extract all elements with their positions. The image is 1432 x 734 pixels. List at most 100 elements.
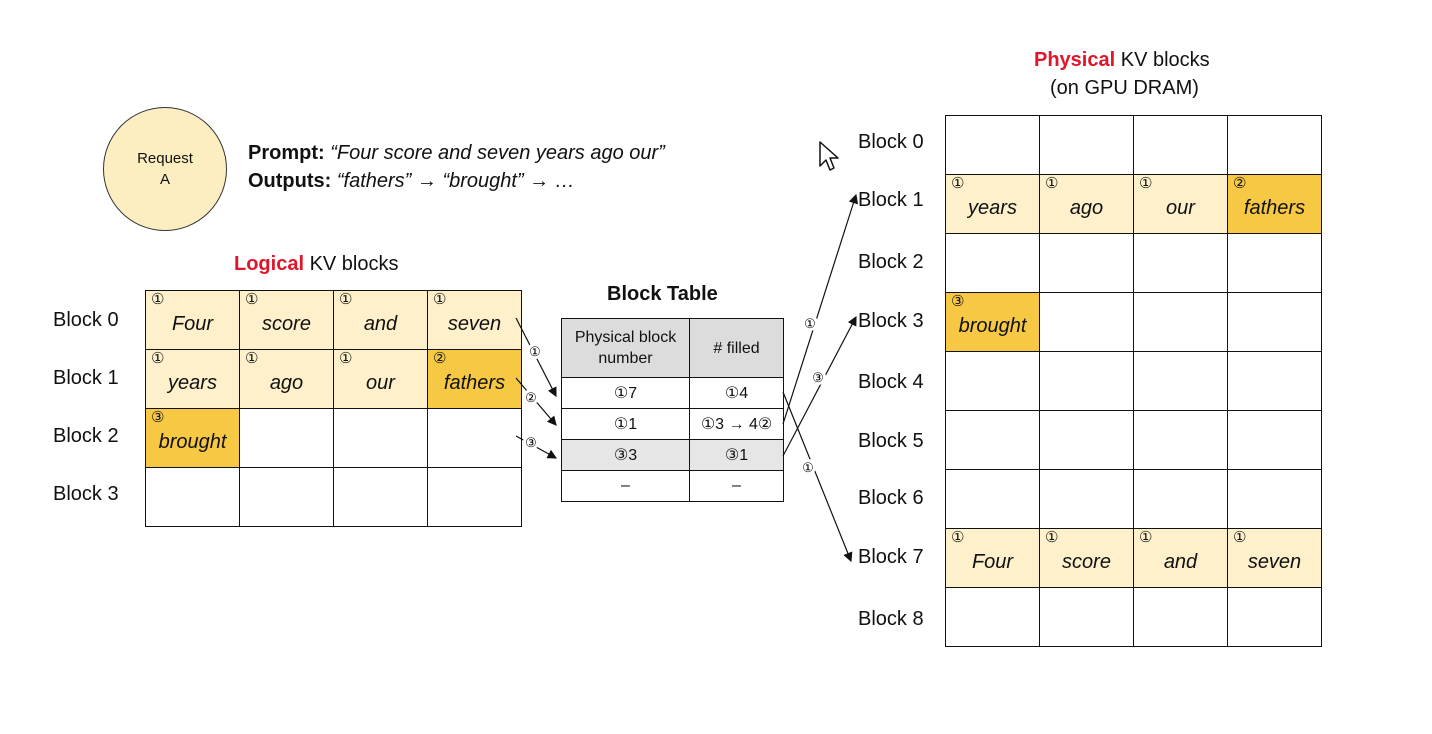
- step-mark: ①: [339, 291, 353, 308]
- step-mark: ①: [433, 291, 447, 308]
- step-mark: ①: [1139, 175, 1153, 192]
- step-mark: ①: [245, 291, 259, 308]
- token-word: years: [968, 196, 1017, 219]
- physical-row-label: Block 3: [858, 310, 924, 332]
- step-mark: ③: [151, 409, 165, 426]
- arrow-table-row1-to-block1: [782, 193, 859, 425]
- kv-cell: [1133, 292, 1228, 352]
- kv-cell: ① our: [333, 349, 428, 409]
- arrow-step-mark: ①: [804, 316, 816, 331]
- step-mark: ②: [433, 350, 447, 367]
- grid-row: ③ brought: [145, 408, 522, 468]
- kv-cell: [1039, 587, 1134, 647]
- block-table-physical-cell: ①1: [561, 408, 690, 440]
- grid-row: [945, 587, 1322, 647]
- physical-row-label: Block 5: [858, 430, 924, 452]
- kv-cell: ① Four: [145, 290, 240, 350]
- outputs-label: Outputs:: [248, 170, 332, 192]
- logical-title-highlight: Logical: [234, 253, 305, 275]
- kv-cell: [1039, 233, 1134, 293]
- kv-cell: ③ brought: [945, 292, 1040, 352]
- token-word: ago: [269, 371, 304, 394]
- token-word: brought: [158, 430, 227, 453]
- token-word: score: [262, 312, 311, 335]
- token-word: our: [1166, 196, 1195, 219]
- kv-cell: [427, 408, 522, 468]
- arrow-step-mark: ①: [529, 344, 541, 359]
- grid-row: [945, 115, 1322, 175]
- physical-row-label: Block 4: [858, 371, 924, 393]
- kv-cell: [945, 469, 1040, 529]
- physical-blocks-subtitle: (on GPU DRAM): [1050, 77, 1199, 99]
- kv-cell: [333, 467, 428, 527]
- physical-row-label: Block 6: [858, 487, 924, 509]
- token-word: brought: [958, 314, 1027, 337]
- step-mark: ③: [951, 293, 965, 310]
- block-table-filled-cell: ③1: [689, 439, 784, 471]
- kv-cell: [1227, 410, 1322, 470]
- kv-cell: [1133, 587, 1228, 647]
- step-mark: ①: [951, 529, 965, 546]
- step-mark: ①: [1045, 529, 1059, 546]
- physical-row-label: Block 2: [858, 251, 924, 273]
- logical-row-label: Block 1: [53, 367, 119, 389]
- token-word: seven: [1247, 550, 1302, 573]
- table-row: ①1 ①3 → 4②: [561, 408, 784, 440]
- block-table-filled-cell: –: [689, 470, 784, 502]
- step-mark: ①: [1233, 529, 1247, 546]
- logical-title-rest: KV blocks: [304, 253, 399, 275]
- block-table: Physical block number # filled ①7 ①4 ①1 …: [561, 318, 784, 502]
- physical-title-highlight: Physical: [1034, 49, 1116, 71]
- block-table-header-row: Physical block number # filled: [561, 318, 784, 378]
- physical-row-label: Block 0: [858, 131, 924, 153]
- block-table-title: Block Table: [607, 283, 718, 305]
- kv-cell: [945, 115, 1040, 175]
- kv-cell: [427, 467, 522, 527]
- arrow-step-mark: ②: [525, 390, 537, 405]
- request-node: Request A: [103, 107, 227, 231]
- block-table-physical-cell: ③3: [561, 439, 690, 471]
- token-word: seven: [447, 312, 502, 335]
- prompt-text: “Four score and seven years ago our”: [330, 142, 665, 164]
- request-label-line1: Request: [137, 150, 193, 167]
- logical-row-label: Block 0: [53, 309, 119, 331]
- kv-cell: [945, 233, 1040, 293]
- grid-row: [145, 467, 522, 527]
- token-word: ago: [1069, 196, 1104, 219]
- token-word: Four: [171, 312, 214, 335]
- outputs-text: “fathers” → “brought” → …: [336, 170, 575, 192]
- table-row: ③3 ③1: [561, 439, 784, 471]
- kv-cell: [1227, 469, 1322, 529]
- grid-row: [945, 469, 1322, 529]
- kv-cell: [945, 351, 1040, 411]
- logical-row-label: Block 3: [53, 483, 119, 505]
- kv-cell: [945, 587, 1040, 647]
- step-mark: ①: [245, 350, 259, 367]
- step-mark: ②: [1233, 175, 1247, 192]
- step-mark: ①: [339, 350, 353, 367]
- step-mark: ①: [151, 291, 165, 308]
- token-word: our: [366, 371, 395, 394]
- prompt-label: Prompt:: [248, 142, 325, 164]
- token-word: fathers: [443, 371, 506, 394]
- step-mark: ①: [1139, 529, 1153, 546]
- kv-cell: ② fathers: [427, 349, 522, 409]
- token-word: and: [1163, 550, 1198, 573]
- kv-cell: [1039, 469, 1134, 529]
- arrow-step-mark: ③: [525, 435, 537, 450]
- mouse-pointer-icon: [819, 141, 839, 171]
- kv-cell: ① and: [1133, 528, 1228, 588]
- physical-row-label: Block 1: [858, 189, 924, 211]
- logical-blocks-title: Logical KV blocks: [234, 253, 399, 276]
